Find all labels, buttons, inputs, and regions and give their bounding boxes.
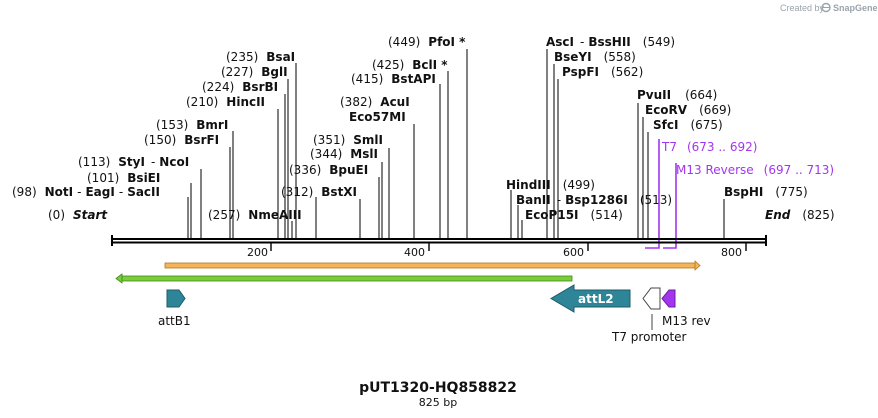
enzyme-label-bsrbi: (224)BsrBI: [202, 80, 278, 94]
plasmid-title: pUT1320-HQ858822: [359, 380, 517, 396]
enzyme-label-ecorv: EcoRV(669): [645, 103, 731, 117]
enzyme-labels: (98)NotI-EagI-SacII (0)Start (101)BsiEI …: [12, 35, 835, 222]
enzyme-label-bsai: (235)BsaI: [226, 50, 295, 64]
tick-label-800: 800: [721, 246, 742, 259]
snapgene-logo: [821, 2, 831, 13]
enzyme-label-bcli: (425)BclI *: [372, 58, 448, 72]
feature-label-attl2: attL2: [578, 292, 614, 306]
plasmid-size: 825 bp: [419, 396, 457, 409]
enzyme-label-bstapi: (415)BstAPI: [351, 72, 436, 86]
feature-label-t7-promoter: T7 promoter: [611, 330, 687, 344]
primer-label-t7: T7(673 .. 692): [661, 140, 757, 154]
feature-attl2: attL2: [550, 284, 631, 313]
enzyme-label-bstxi: (312)BstXI: [281, 185, 357, 199]
enzyme-label-bmri: (153)BmrI: [156, 118, 228, 132]
credit-text: Created by: [780, 3, 825, 13]
enzyme-label-bsphi: BspHI(775): [724, 185, 808, 199]
primer-m13-reverse: M13 Reverse(697 .. 713): [663, 163, 834, 249]
tick-label-600: 600: [563, 246, 584, 259]
enzyme-label-smli: (351)SmlI: [313, 133, 383, 147]
enzyme-label-pvuii: PvuII(664): [637, 88, 717, 102]
feature-t7-promoter: T7 promoter: [611, 287, 687, 344]
enzyme-label-acui: (382)AcuI: [340, 95, 410, 109]
enzyme-label-asci: AscI-BssHII(549): [546, 35, 675, 49]
feature-m13-rev: M13 rev: [661, 289, 711, 328]
cut-lines: [187, 49, 725, 240]
enzyme-label-bsiei: (101)BsiEI: [87, 171, 160, 185]
feature-label-m13-rev: M13 rev: [662, 314, 711, 328]
enzyme-label-noti: (98)NotI-EagI-SacII: [12, 185, 160, 199]
enzyme-label-sfci: SfcI(675): [653, 118, 723, 132]
enzyme-label-bpuei: (336)BpuEI: [289, 163, 368, 177]
enzyme-label-hindiii: HindIII(499): [506, 178, 595, 192]
tick-label-200: 200: [247, 246, 268, 259]
enzyme-label-end: End(825): [765, 208, 835, 222]
brand-text: SnapGene: [833, 3, 878, 13]
orf-forward: [164, 260, 701, 271]
enzyme-label-eco57mi: Eco57MI: [349, 110, 406, 124]
enzyme-label-banii: BanII-Bsp1286I(513): [516, 193, 672, 207]
primer-label-m13-reverse: M13 Reverse(697 .. 713): [676, 163, 834, 177]
enzyme-label-start: (0)Start: [48, 208, 108, 222]
primer-t7: T7(673 .. 692): [645, 139, 757, 249]
enzyme-label-msli: (344)MslI: [310, 147, 378, 161]
enzyme-label-pspfi: PspFI(562): [562, 65, 643, 79]
dna-backbone: [111, 235, 767, 246]
enzyme-label-nmeaiii: (257)NmeAIII: [208, 208, 302, 222]
feature-label-attb1: attB1: [158, 314, 191, 328]
enzyme-label-styi: (113)StyI-NcoI: [78, 155, 189, 169]
orf-reverse: [115, 273, 573, 284]
enzyme-label-hincii: (210)HincII: [186, 95, 265, 109]
enzyme-label-bgli: (227)BglI: [221, 65, 288, 79]
enzyme-label-ecop15i: EcoP15I(514): [525, 208, 623, 222]
enzyme-label-bseyi: BseYI(558): [554, 50, 636, 64]
scale-ticks: 200 400 600 800: [247, 243, 747, 259]
enzyme-label-pfoi: (449)PfoI *: [388, 35, 466, 49]
feature-attb1: attB1: [158, 289, 191, 328]
tick-label-400: 400: [404, 246, 425, 259]
enzyme-label-bsrfi: (150)BsrFI: [144, 133, 219, 147]
